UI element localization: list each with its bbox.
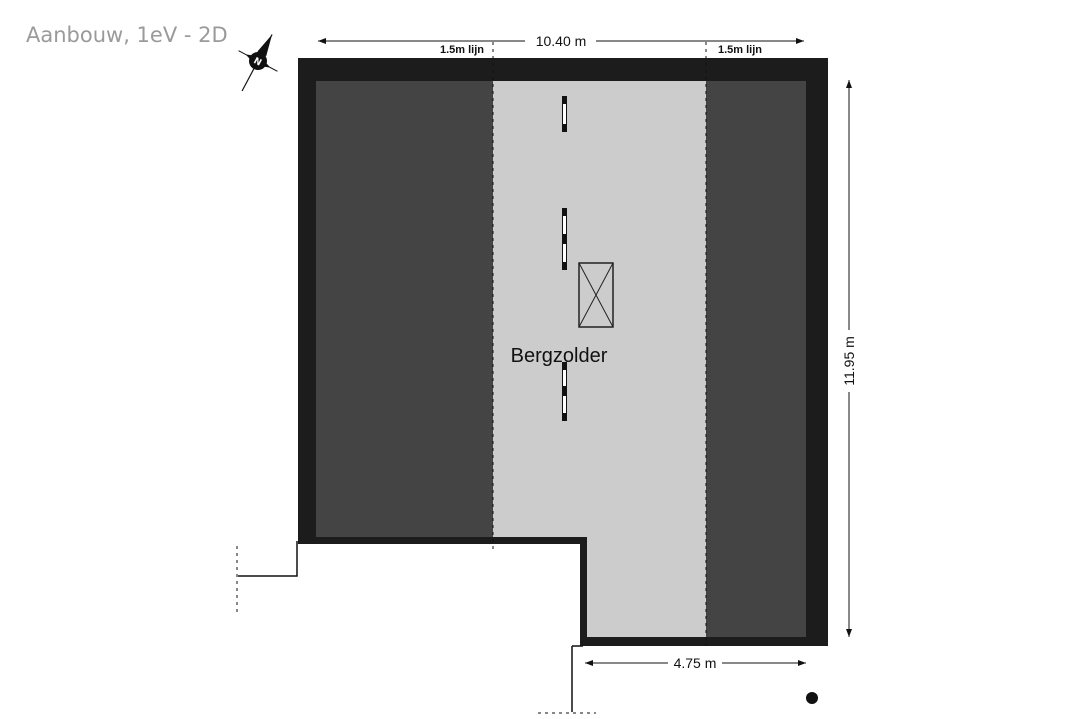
room-floor — [493, 81, 706, 637]
dimension-width-top: 10.40 m — [536, 33, 587, 49]
floor-outline — [298, 58, 828, 646]
compass-north-label: N — [252, 56, 263, 68]
roof-window — [562, 208, 567, 270]
line-label-left: 1.5m lijn — [440, 44, 484, 56]
inner-wall — [298, 538, 706, 643]
roof-window — [562, 96, 567, 132]
marker-dot — [806, 692, 818, 704]
dimension-top — [318, 38, 804, 44]
adjoining-outline — [236, 541, 596, 714]
plan-title: Aanbouw, 1eV - 2D — [26, 23, 228, 47]
low-ceiling-zone-left — [316, 81, 493, 537]
attic-hatch — [578, 262, 614, 328]
dimension-right — [846, 80, 852, 637]
dimension-bottom — [585, 660, 806, 666]
room-label: Bergzolder — [511, 345, 608, 367]
roof-window — [562, 362, 567, 421]
dimension-height-right: 11.95 m — [841, 336, 857, 386]
line-label-right: 1.5m lijn — [718, 44, 762, 56]
low-ceiling-zone-right — [706, 81, 806, 637]
dimension-width-bottom: 4.75 m — [674, 655, 717, 671]
north-compass-icon: N — [238, 34, 278, 92]
